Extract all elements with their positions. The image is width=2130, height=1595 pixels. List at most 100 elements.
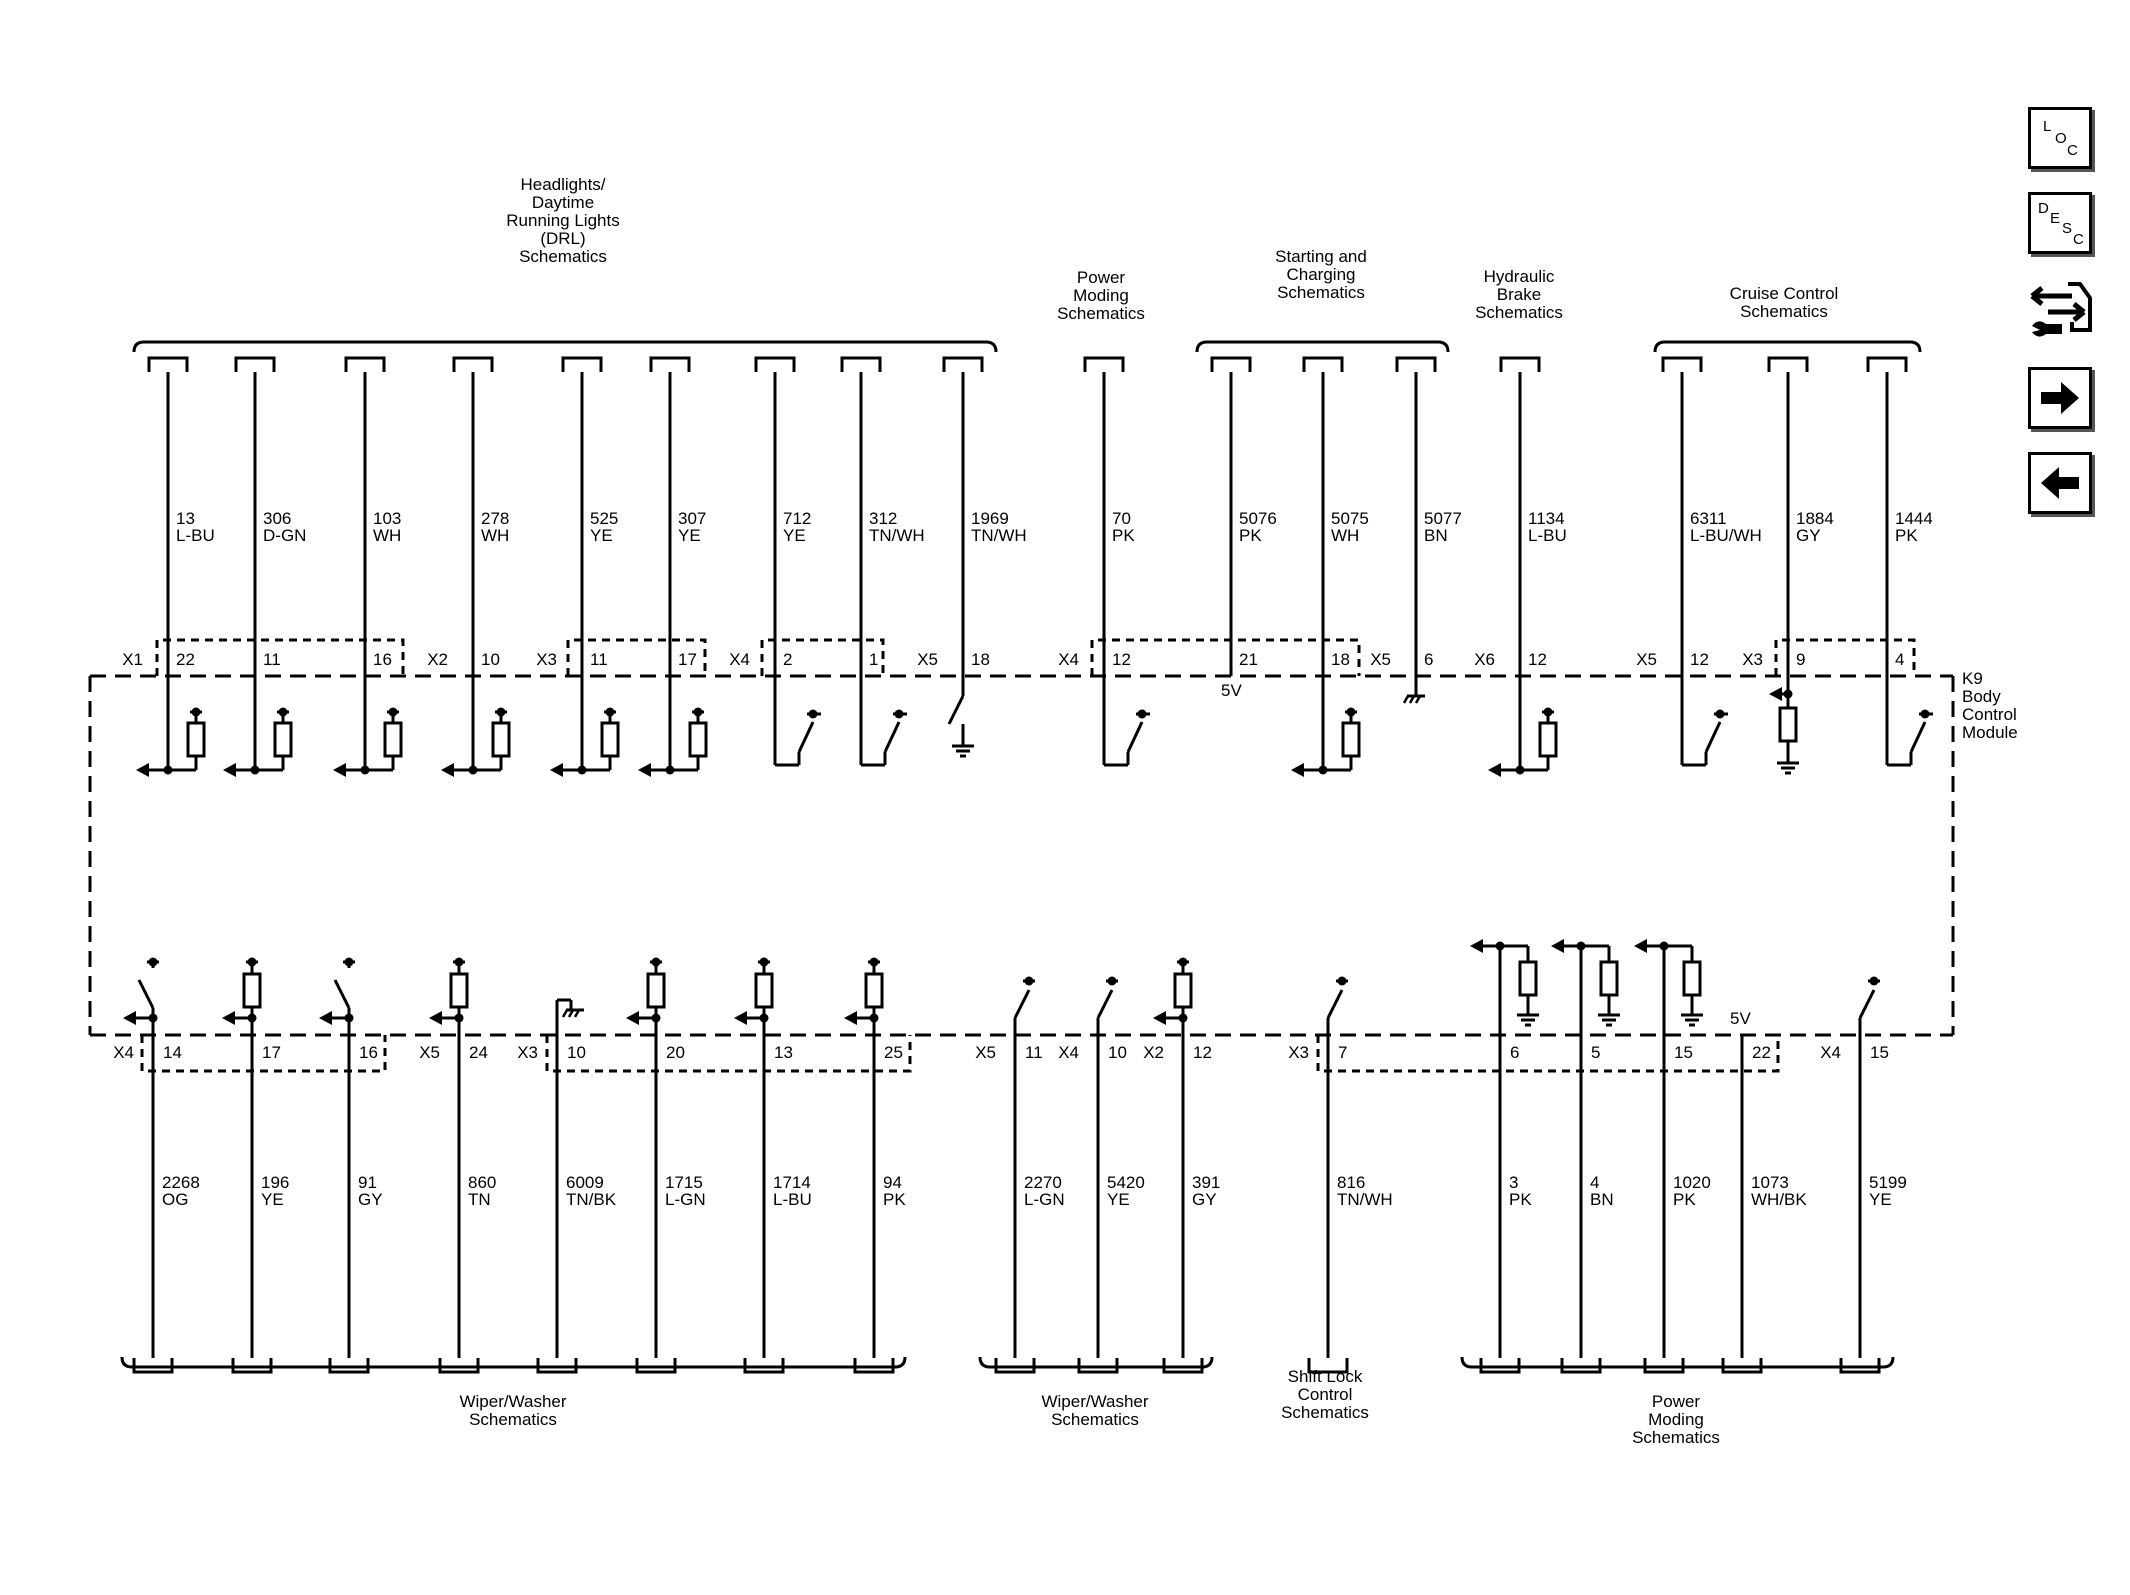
pin-number: 18 — [971, 650, 990, 669]
wire-color: TN/WH — [971, 526, 1027, 545]
connector-symbol — [438, 1358, 480, 1374]
pin-number: 12 — [1528, 650, 1547, 669]
switch-blade — [137, 979, 155, 1009]
ground-icon — [1517, 1007, 1539, 1027]
arrow-head — [429, 1011, 442, 1025]
pin-number: 21 — [1239, 650, 1258, 669]
circuit-number: 13 — [176, 509, 195, 528]
circuit-number: 1884 — [1796, 509, 1834, 528]
arrow-head — [638, 763, 651, 777]
connector-symbol — [743, 1358, 785, 1374]
junction-dot — [577, 765, 587, 775]
junction-dot — [665, 765, 675, 775]
group-label: Schematics — [1740, 302, 1828, 321]
circuit-number: 1020 — [1673, 1173, 1711, 1192]
pin-number: 16 — [373, 650, 392, 669]
group-label: Schematics — [1475, 303, 1563, 322]
chassis-ground-icon — [561, 1008, 584, 1018]
connector-symbol — [754, 356, 796, 372]
connector-id: X5 — [917, 650, 938, 669]
junction-dot — [360, 765, 370, 775]
module-desc: Module — [1962, 723, 2018, 742]
desc-button[interactable]: D E S C — [2028, 192, 2092, 254]
connector-symbol — [635, 1358, 677, 1374]
pin-number: 12 — [1193, 1043, 1212, 1062]
connector-id: X4 — [729, 650, 750, 669]
wire-color: PK — [1895, 526, 1918, 545]
arrow-head — [626, 1011, 639, 1025]
circuit-number: 816 — [1337, 1173, 1365, 1192]
prev-button[interactable] — [2028, 452, 2092, 514]
loc-letter: O — [2055, 130, 2067, 147]
wire-color: BN — [1424, 526, 1448, 545]
ground-tick — [1408, 695, 1416, 704]
group-label: Moding — [1073, 286, 1129, 305]
connector-id: X6 — [1474, 650, 1495, 669]
arrow-head — [1470, 939, 1483, 953]
connector-group-outline — [1774, 638, 1916, 676]
arrow-head — [1769, 687, 1782, 701]
resistor — [1599, 960, 1619, 997]
resistor — [688, 721, 708, 758]
group-brace — [132, 340, 998, 353]
arrow-head — [441, 763, 454, 777]
desc-letter: S — [2062, 220, 2073, 237]
pin-number: 17 — [678, 650, 697, 669]
connector-symbol — [536, 1358, 578, 1374]
group-label: Headlights/ — [520, 175, 605, 194]
circuit-number: 1714 — [773, 1173, 811, 1192]
loc-button[interactable]: L O C — [2028, 107, 2092, 169]
connector-id: X4 — [1058, 650, 1079, 669]
wire-color: OG — [162, 1190, 188, 1209]
pin-number: 16 — [359, 1043, 378, 1062]
switch-blade — [1909, 721, 1927, 753]
connector-wrench-button[interactable] — [2028, 278, 2092, 344]
arrow-right-icon — [2041, 382, 2079, 414]
connector-symbol — [1661, 356, 1703, 372]
wire-color: PK — [883, 1190, 906, 1209]
resistor — [449, 972, 469, 1009]
pin-number: 2 — [783, 650, 792, 669]
arrow-head — [734, 1011, 747, 1025]
next-button[interactable] — [2028, 367, 2092, 429]
connector-symbol — [1083, 356, 1125, 372]
arrow-head — [222, 1011, 235, 1025]
desc-letter: C — [2073, 231, 2084, 248]
pin-number: 1 — [869, 650, 878, 669]
pin-number: 22 — [1752, 1043, 1771, 1062]
arrow-head — [1291, 763, 1304, 777]
connector-id: X3 — [1288, 1043, 1309, 1062]
circuit-number: 6009 — [566, 1173, 604, 1192]
connector-id: X5 — [975, 1043, 996, 1062]
circuit-number: 5076 — [1239, 509, 1277, 528]
wire-color: YE — [678, 526, 701, 545]
wire-color: PK — [1509, 1190, 1532, 1209]
circuit-number: 1134 — [1528, 509, 1565, 528]
resistor — [646, 972, 666, 1009]
wire-color: L-GN — [1024, 1190, 1065, 1209]
resistor — [273, 721, 293, 758]
desc-letter: E — [2050, 210, 2061, 227]
wire-color: L-BU/WH — [1690, 526, 1762, 545]
module-desc: Body — [1962, 687, 2001, 706]
wire-color: L-BU — [1528, 526, 1567, 545]
junction-dot — [468, 765, 478, 775]
ground-icon — [952, 738, 974, 758]
arrow-head — [1634, 939, 1647, 953]
connector-symbol — [1479, 1358, 1521, 1374]
pin-number: 10 — [567, 1043, 586, 1062]
pin-number: 24 — [469, 1043, 488, 1062]
group-brace — [978, 1356, 1214, 1369]
circuit-number: 2268 — [162, 1173, 200, 1192]
connector-group-outline — [545, 1035, 912, 1073]
